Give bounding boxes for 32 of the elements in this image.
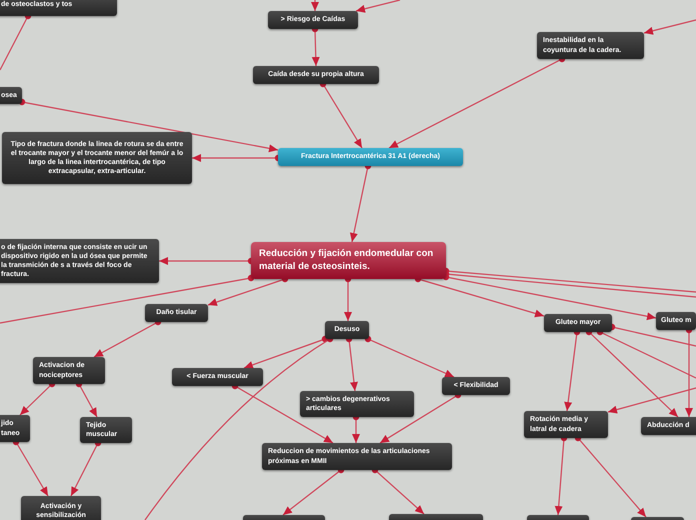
central-topic-box: [251, 242, 446, 279]
topic-box: [253, 66, 379, 84]
topic-box: [33, 357, 105, 384]
topic-box: [21, 496, 101, 520]
connector-arrow: [442, 274, 656, 320]
topic-box: [544, 314, 612, 332]
topic-box: [442, 377, 510, 395]
topic-box: [537, 32, 644, 59]
topic-box: [656, 312, 696, 330]
topic-box: [300, 391, 414, 417]
topic-box: [524, 411, 608, 438]
topic-box: [262, 443, 452, 470]
topic-box: [641, 417, 696, 435]
connector-arrow: [244, 336, 328, 369]
topic-box: [172, 368, 263, 386]
topic-text: Reducción y fijación endomedular con material de osteosinteis.: [259, 248, 434, 273]
connector-arrow: [356, 0, 400, 13]
topic-box: [268, 11, 358, 29]
topic-box: [0, 0, 117, 16]
connector-arrow: [644, 19, 696, 35]
topic-box: [0, 239, 159, 283]
connector-arrow: [364, 336, 454, 378]
connector-arrow: [18, 98, 278, 152]
topic-box: [145, 304, 208, 322]
topic-box: [278, 148, 463, 166]
topic-box: [2, 132, 192, 184]
connector-arrow: [311, 0, 319, 11]
topic-box: [80, 417, 132, 443]
connector-arrow: [608, 387, 696, 414]
topic-box: [0, 87, 22, 104]
topic-box: [325, 321, 369, 339]
topic-box: [0, 415, 30, 442]
